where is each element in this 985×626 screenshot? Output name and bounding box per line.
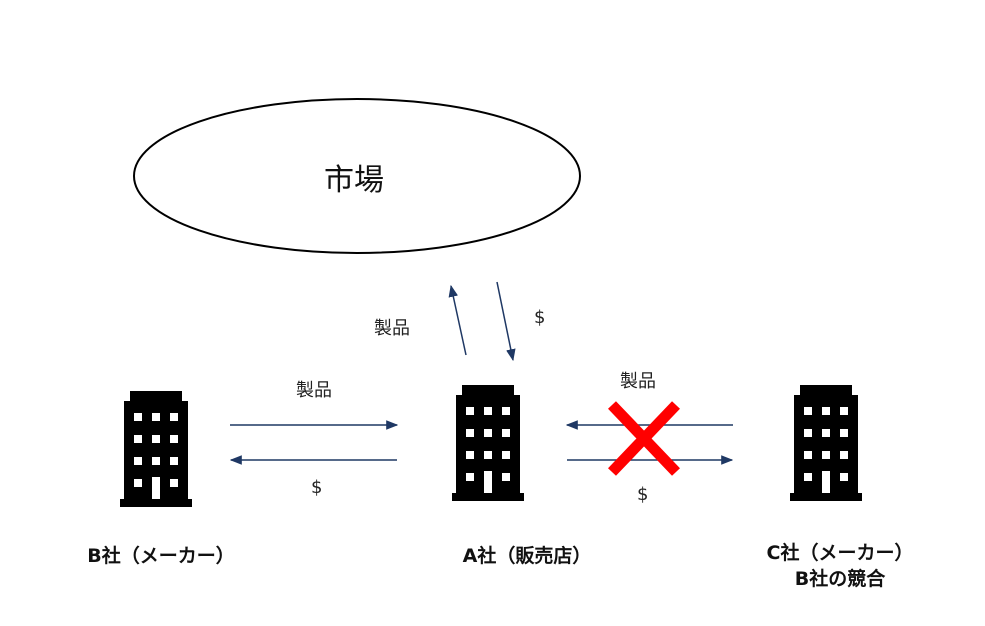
- building-icon-b: [120, 391, 192, 507]
- label-b-a-product: 製品: [296, 380, 332, 401]
- building-icon-c: [790, 385, 862, 501]
- arrow-a-to-market-product: [448, 284, 467, 356]
- building-icon-a: [452, 385, 524, 501]
- label-c-a-product: 製品: [620, 371, 656, 392]
- market-label: 市場: [324, 163, 384, 198]
- label-c-a-money: $: [637, 484, 649, 505]
- company-a-label: A社（販売店）: [462, 545, 592, 567]
- label-a-market-money: $: [534, 307, 546, 328]
- company-b-label: B社（メーカー）: [87, 545, 235, 567]
- company-c-label: C社（メーカー）: [766, 542, 914, 564]
- company-c-sublabel: B社の競合: [794, 568, 886, 590]
- arrow-market-to-a-money: [496, 281, 516, 362]
- label-a-market-product: 製品: [374, 318, 410, 339]
- market-ellipse: [133, 98, 581, 254]
- label-b-a-money: $: [311, 477, 323, 498]
- cross-mark-icon: [608, 401, 680, 476]
